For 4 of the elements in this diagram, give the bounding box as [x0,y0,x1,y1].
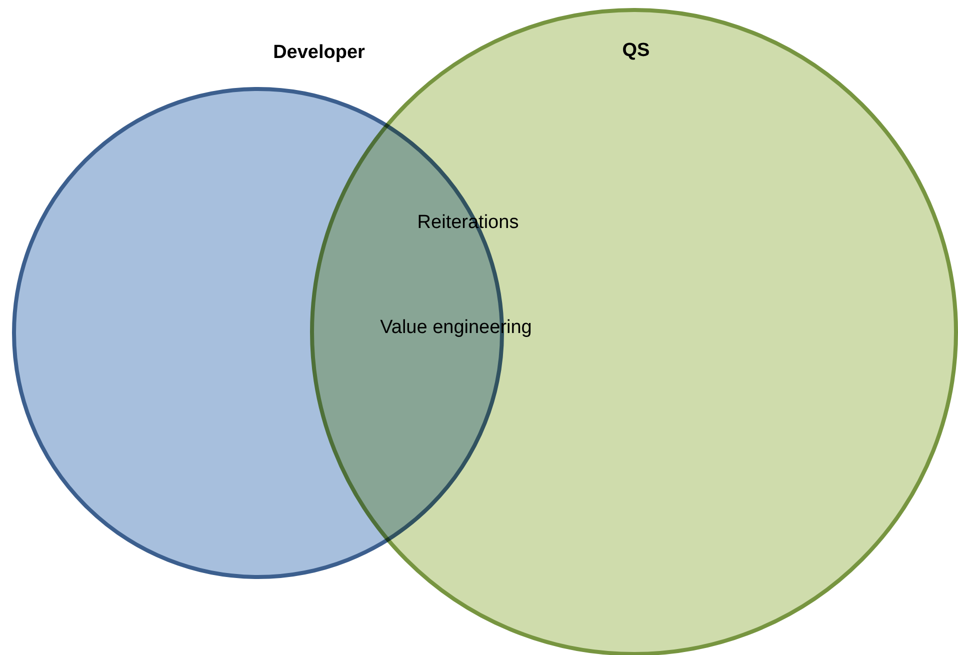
overlap-item: Reiterations [417,212,519,234]
overlap-item: Value engineering [380,317,532,339]
set-title: Developer [273,42,365,64]
set-title: QS [622,40,650,62]
